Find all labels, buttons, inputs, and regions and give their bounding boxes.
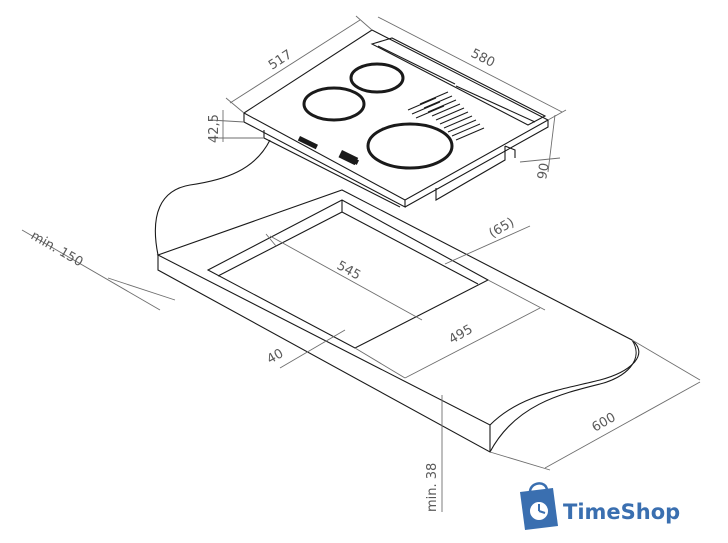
dim-rear-offset-label: (65) — [487, 215, 518, 241]
dim-depth-label: 517 — [266, 47, 295, 73]
dimension-lines — [21, 15, 701, 512]
burner-rear-left — [349, 62, 405, 94]
control-panel — [297, 136, 359, 166]
dim-below-height-label: 90 — [535, 162, 553, 181]
vent-grille — [407, 91, 485, 141]
brand-logo: TimeShop — [520, 482, 680, 530]
dim-front-offset-label: 40 — [265, 346, 287, 367]
burner-front-right — [366, 122, 454, 170]
dimension-labels: 517 580 42,5 90 545 (65) 495 40 min. 150… — [28, 46, 619, 512]
shopping-bag-clock-icon — [520, 482, 558, 530]
brand-name: TimeShop — [563, 500, 680, 524]
countertop — [154, 139, 640, 453]
dim-width-label: 580 — [468, 46, 497, 71]
dim-min-thickness-label: min. 38 — [425, 463, 440, 512]
dim-countertop-depth-label: 600 — [590, 410, 619, 435]
dim-wall-clearance-label: min. 150 — [28, 228, 85, 270]
dim-thickness-label: 42,5 — [207, 114, 222, 143]
induction-hob — [242, 29, 550, 208]
burner-front-left — [302, 86, 366, 122]
